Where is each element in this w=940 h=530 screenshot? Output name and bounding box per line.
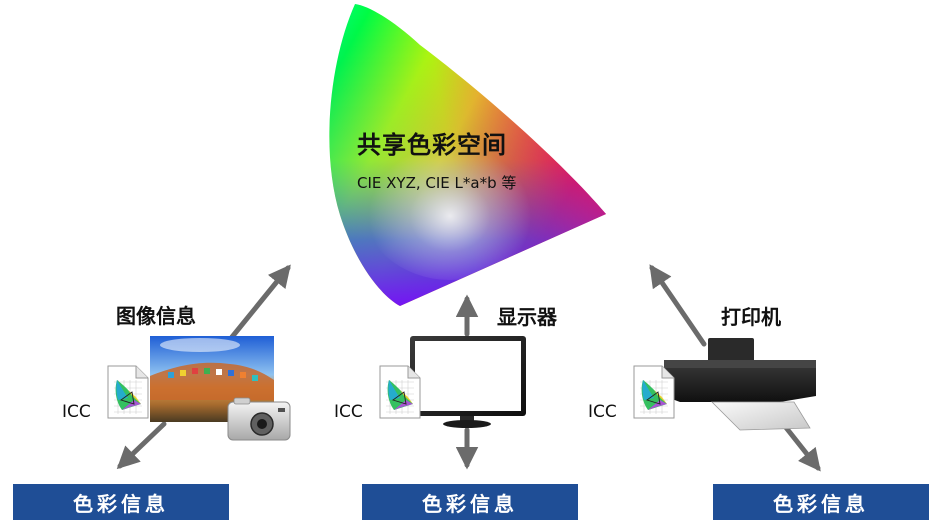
camera-icon	[227, 397, 291, 441]
icc-profile-icon-printer	[633, 365, 675, 419]
display-label: 显示器	[497, 305, 557, 329]
monitor-icon	[410, 336, 526, 428]
icc-profile-icon-image	[107, 365, 149, 419]
color-info-box-printer: 色彩信息	[713, 484, 929, 520]
icc-profile-icon-display	[379, 365, 421, 419]
arrow-image-to-space	[229, 264, 291, 340]
printer-icon	[664, 338, 816, 431]
icc-label-display: ICC	[334, 402, 363, 422]
image-info-label: 图像信息	[116, 304, 196, 328]
cie-gamut-shape	[329, 4, 606, 306]
shared-color-space-title: 共享色彩空间	[357, 131, 507, 159]
color-info-box-display: 色彩信息	[362, 484, 578, 520]
arrow-printer-to-space	[649, 264, 707, 347]
arrows	[116, 264, 821, 472]
arrow-image-to-color-info	[116, 421, 167, 470]
icc-label-image: ICC	[62, 402, 91, 422]
color-info-box-image: 色彩信息	[13, 484, 229, 520]
shared-color-space-subtitle: CIE XYZ, CIE L*a*b 等	[357, 174, 517, 192]
printer-label: 打印机	[721, 305, 781, 329]
icc-label-printer: ICC	[588, 402, 617, 422]
